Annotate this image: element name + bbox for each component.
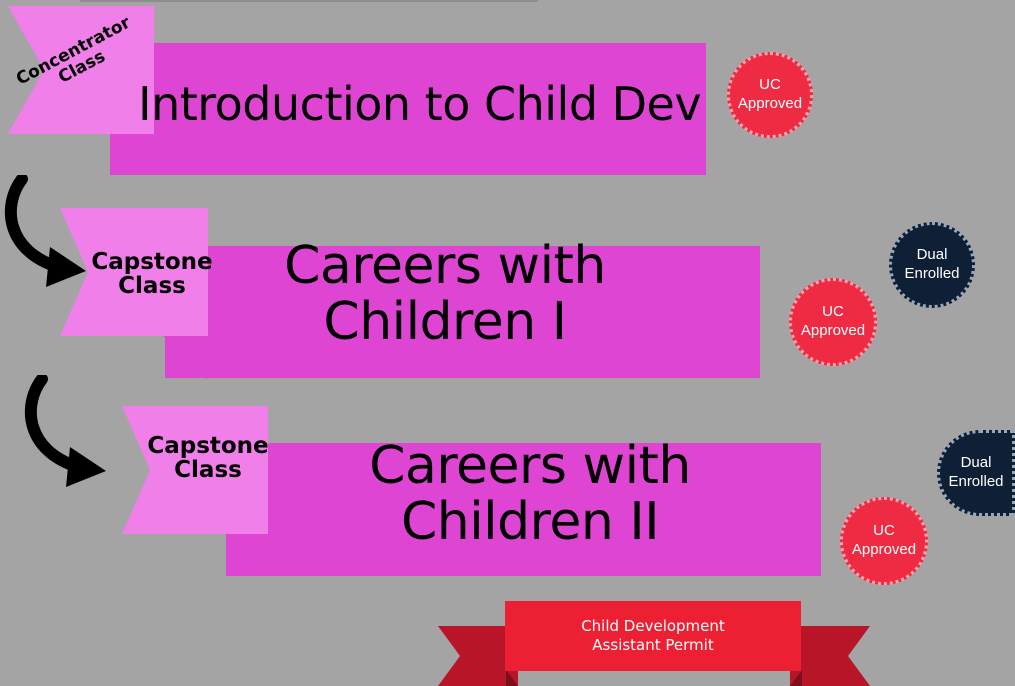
tag-line-2: Class [118,273,186,300]
seal-line-1: UC [873,522,895,540]
course-title: Careers with Children I [225,238,665,350]
course-banner [110,43,706,175]
seal-line-2: Approved [737,95,803,112]
permit-ribbon-tails [438,626,870,686]
course-banner [226,443,821,576]
title-line-2: Children I [323,292,567,353]
capstone-flag [60,208,208,336]
tag-line-1: Capstone [91,249,213,275]
title-line-2: Children II [400,492,660,553]
permit-line-2: Assistant Permit [592,636,714,654]
title-line-1: Careers with [369,436,691,496]
permit-line-1: Child Development [581,616,725,635]
permit-banner: Child Development Assistant Permit [505,601,801,671]
course-title: Introduction to Child Dev [138,77,702,131]
capstone-flag [122,406,268,534]
title-line-1: Introduction to Child Dev [138,77,702,131]
curved-arrow-icon [24,375,106,487]
seal-line-1: UC [822,303,844,321]
concentrator-flag [8,6,154,134]
course-capstone-2: Capstone Class Careers with Children II [0,400,830,585]
course-concentrator: Concentrator Class Introduction to Child… [0,0,720,180]
seal-line-2: Approved [800,322,866,339]
tag-line-1: Capstone [147,433,269,459]
seal-line-1: Dual [960,454,992,472]
seal-line-2: Approved [851,541,917,558]
top-divider [80,0,538,2]
title-line-1: Careers with [284,236,606,296]
seal-line-2: Enrolled [948,473,1004,490]
course-banner [165,246,760,378]
curved-arrow-icon [4,175,86,287]
seal-line-1: Dual [916,246,948,264]
course-tag: Capstone Class [88,250,216,298]
seal-line-2: Enrolled [904,265,960,282]
course-tag: Capstone Class [144,434,272,482]
course-title: Careers with Children II [310,438,750,550]
course-capstone-1: Capstone Class Careers with Children I [0,200,780,385]
tag-line-2: Class [174,457,242,484]
seal-line-1: UC [759,76,781,94]
